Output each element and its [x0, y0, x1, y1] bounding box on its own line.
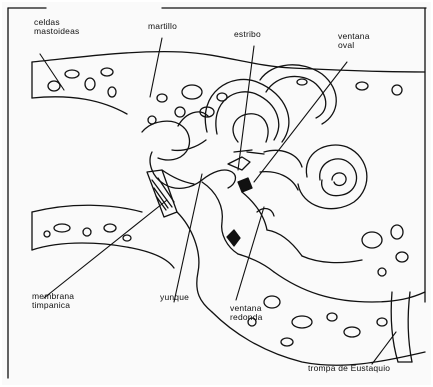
label-ventana-oval: ventana oval: [338, 32, 370, 50]
label-membrana-line2: timpanica: [32, 301, 74, 310]
semicircular-canals: [205, 65, 336, 142]
ossicles: [142, 112, 264, 188]
eustachian-tube: [391, 292, 412, 362]
label-ventana-redonda-line2: redonda: [230, 313, 263, 322]
middle-ear-cavity: [177, 178, 274, 312]
label-celdas-mastoideas: celdas mastoideas: [34, 18, 79, 36]
leader-lines: [40, 38, 396, 364]
lower-bone-band: [32, 205, 174, 268]
label-ventana-oval-line2: oval: [338, 41, 370, 50]
cochlea: [260, 145, 367, 209]
label-trompa-de-eustaquio: trompa de Eustaquio: [308, 364, 390, 373]
label-estribo: estribo: [234, 30, 261, 39]
label-martillo: martillo: [148, 22, 177, 31]
leader-ventana-redonda: [236, 207, 264, 300]
leader-estribo: [238, 46, 254, 170]
leader-membrana: [44, 200, 167, 298]
label-celdas-line2: mastoideas: [34, 27, 79, 36]
leader-yunque: [174, 174, 202, 302]
label-yunque: yunque: [160, 293, 189, 302]
label-ventana-redonda: ventana redonda: [230, 304, 263, 322]
round-window-region: [242, 192, 362, 263]
label-membrana-timpanica: membrana timpanica: [32, 292, 74, 310]
leader-martillo: [150, 38, 162, 97]
petrous-bone: [212, 225, 425, 365]
